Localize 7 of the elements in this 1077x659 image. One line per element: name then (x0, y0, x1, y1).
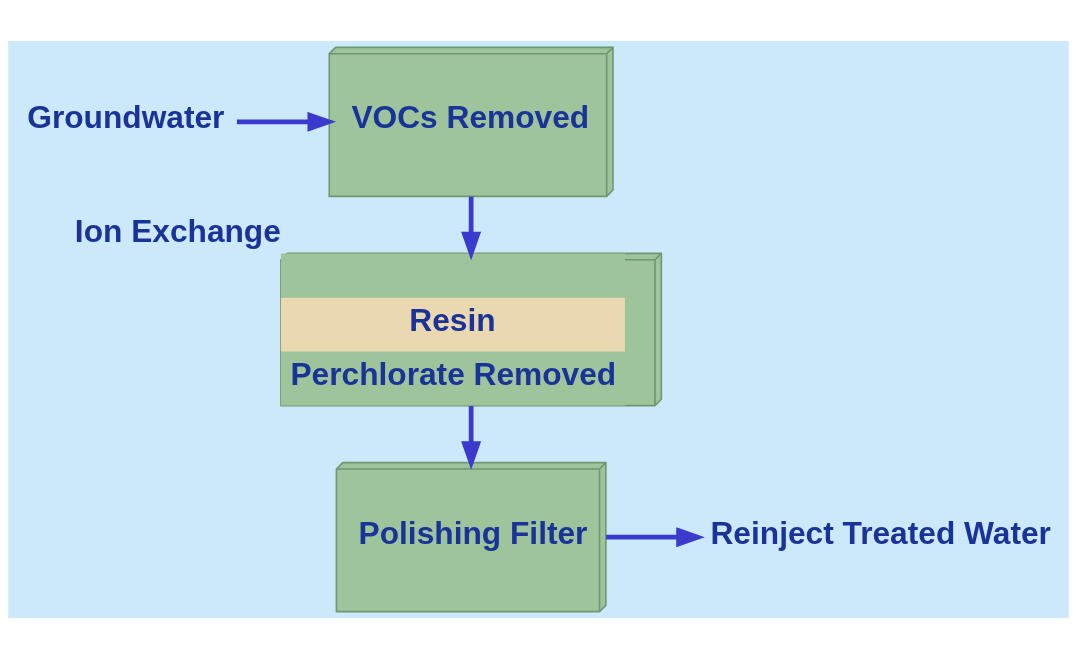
arrow (236, 111, 337, 132)
node-text: Groundwater (27, 99, 225, 136)
node-text: Reinject Treated Water (710, 514, 1051, 551)
arrow (461, 196, 482, 261)
arrow (606, 527, 705, 548)
arrow (461, 406, 482, 470)
node-label: Ion Exchange (74, 213, 281, 250)
